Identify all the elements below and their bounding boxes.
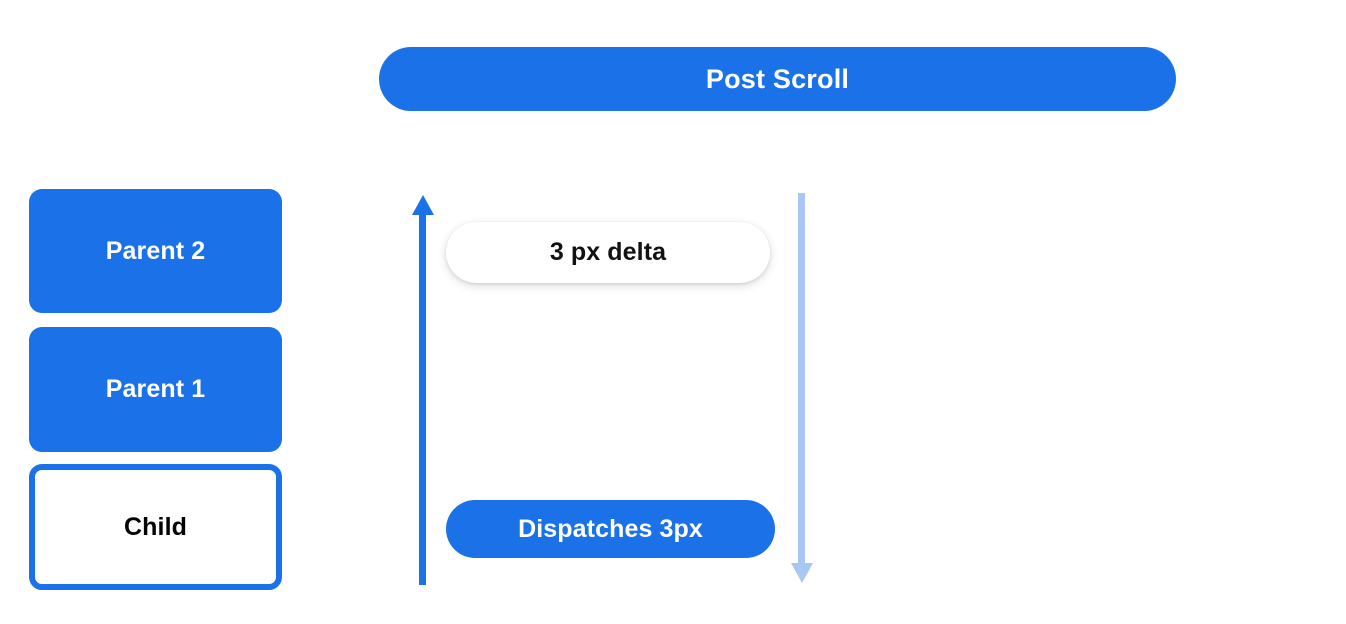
box-parent-2: Parent 2 <box>29 189 282 313</box>
box-parent-2-label: Parent 2 <box>105 236 206 265</box>
scroll-up-arrow-icon <box>404 195 441 585</box>
arrow-up-shaft <box>419 213 426 585</box>
arrow-up-head <box>411 195 434 215</box>
post-scroll-banner: Post Scroll <box>379 47 1176 111</box>
dispatch-pill: Dispatches 3px <box>446 500 775 558</box>
delta-pill: 3 px delta <box>446 222 770 283</box>
delta-pill-label: 3 px delta <box>549 238 667 266</box>
scroll-down-arrow-icon <box>783 193 820 583</box>
box-child: Child <box>29 464 282 590</box>
banner-title: Post Scroll <box>705 63 850 94</box>
box-parent-1: Parent 1 <box>29 327 282 452</box>
box-parent-1-label: Parent 1 <box>105 375 206 403</box>
dispatch-pill-label: Dispatches 3px <box>518 514 703 543</box>
arrow-down-head <box>790 563 813 583</box>
arrow-down-shaft <box>798 193 805 565</box>
box-child-label: Child <box>124 512 187 541</box>
